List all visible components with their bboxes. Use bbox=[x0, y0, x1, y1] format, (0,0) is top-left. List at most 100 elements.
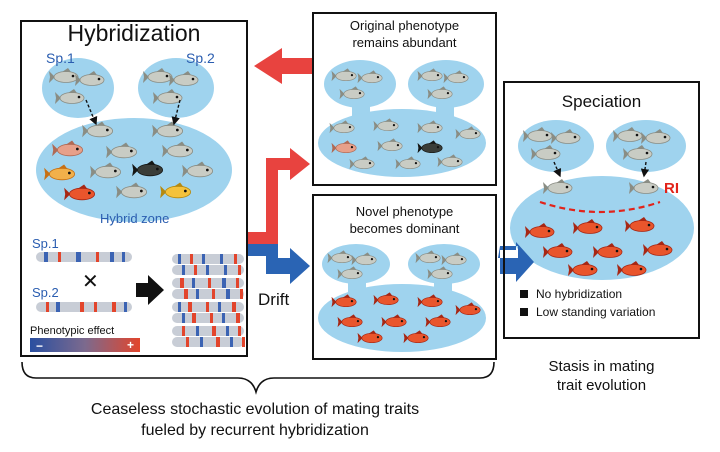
fish-icon bbox=[182, 161, 214, 178]
recombination-arrow-icon bbox=[136, 275, 164, 305]
fish-icon bbox=[623, 145, 653, 160]
recombinant-chromosome bbox=[172, 302, 244, 312]
fish-icon bbox=[331, 68, 357, 82]
arrow-to-speciation bbox=[498, 242, 534, 282]
fish-icon bbox=[417, 120, 443, 134]
hybridization-panel bbox=[20, 20, 248, 357]
fish-icon bbox=[64, 184, 96, 201]
bottom-caption-line1: Ceaseless stochastic evolution of mating… bbox=[90, 401, 420, 418]
fish-icon bbox=[337, 314, 363, 328]
arrow-to-novel-phenotype bbox=[248, 244, 310, 284]
fish-icon bbox=[106, 142, 138, 159]
fish-icon bbox=[160, 182, 192, 199]
fish-icon bbox=[381, 314, 407, 328]
fish-icon bbox=[349, 156, 375, 170]
speciation-panel bbox=[503, 81, 700, 339]
fish-icon bbox=[153, 89, 183, 104]
stasis-caption-line2: trait evolution bbox=[556, 377, 647, 394]
fish-icon bbox=[373, 292, 399, 306]
novel-phenotype-panel bbox=[312, 194, 497, 360]
fish-icon bbox=[395, 156, 421, 170]
fish-icon bbox=[437, 154, 463, 168]
fish-icon bbox=[169, 71, 199, 86]
recombinant-chromosome bbox=[172, 337, 245, 347]
fish-icon bbox=[643, 241, 673, 256]
fish-icon bbox=[455, 302, 481, 316]
ri-label: RI bbox=[664, 180, 679, 197]
original-phenotype-title-line2: remains abundant bbox=[352, 35, 457, 50]
fish-icon bbox=[543, 179, 573, 194]
fish-icon bbox=[82, 121, 114, 138]
fish-icon bbox=[455, 126, 481, 140]
dashed-arrow bbox=[553, 161, 562, 178]
fish-icon bbox=[573, 219, 603, 234]
arrow-to-original-phenotype bbox=[248, 148, 310, 244]
fish-icon bbox=[132, 160, 164, 177]
fish-icon bbox=[143, 68, 173, 83]
arrow-back-to-hybridization bbox=[254, 48, 312, 84]
fish-icon bbox=[373, 118, 399, 132]
fish-icon bbox=[641, 129, 671, 144]
hybridization-title: Hybridization bbox=[67, 20, 201, 46]
fish-icon bbox=[337, 266, 363, 280]
fish-icon bbox=[425, 314, 451, 328]
effect-plus-label: + bbox=[127, 338, 135, 352]
fish-icon bbox=[55, 89, 85, 104]
fish-icon bbox=[75, 71, 105, 86]
sp2-label: Sp.2 bbox=[186, 50, 215, 66]
fish-icon bbox=[543, 243, 573, 258]
chromosome-sp1 bbox=[36, 252, 132, 262]
fish-icon bbox=[90, 162, 122, 179]
bullet-low-standing-variation: Low standing variation bbox=[536, 305, 656, 319]
original-phenotype-title-line1: Original phenotype bbox=[349, 18, 460, 33]
fish-icon bbox=[52, 140, 84, 157]
fish-icon bbox=[443, 70, 469, 84]
stasis-caption-line1: Stasis in mating bbox=[548, 358, 655, 375]
fish-icon bbox=[415, 250, 441, 264]
fish-icon bbox=[339, 86, 365, 100]
fish-icon bbox=[44, 164, 76, 181]
cross-icon: ✕ bbox=[82, 271, 99, 293]
fish-icon bbox=[357, 330, 383, 344]
reproductive-isolation-line bbox=[539, 200, 661, 214]
fish-icon bbox=[331, 140, 357, 154]
fish-icon bbox=[525, 223, 555, 238]
fish-icon bbox=[629, 179, 659, 194]
recombinant-chromosome bbox=[172, 278, 244, 288]
fish-icon bbox=[551, 129, 581, 144]
fish-icon bbox=[116, 182, 148, 199]
dashed-arrow bbox=[171, 99, 181, 126]
fish-icon bbox=[441, 252, 467, 266]
recombinant-chromosome bbox=[172, 254, 244, 264]
dashed-arrow bbox=[85, 99, 98, 126]
recombinant-chromosome bbox=[172, 265, 244, 275]
fish-icon bbox=[417, 68, 443, 82]
fish-icon bbox=[403, 330, 429, 344]
recombinant-chromosome bbox=[172, 326, 244, 336]
recombinant-chromosome bbox=[172, 289, 244, 299]
novel-phenotype-title-line2: becomes dominant bbox=[349, 221, 460, 236]
fish-icon bbox=[568, 261, 598, 276]
fish-icon bbox=[523, 127, 553, 142]
fish-icon bbox=[357, 70, 383, 84]
phenotypic-effect-gradient bbox=[30, 338, 140, 352]
fish-icon bbox=[49, 68, 79, 83]
fish-icon bbox=[162, 141, 194, 158]
sp1-label: Sp.1 bbox=[46, 50, 75, 66]
bullet-square-icon bbox=[520, 308, 528, 316]
phenotypic-effect-label: Phenotypic effect bbox=[30, 325, 115, 337]
drift-label: Drift bbox=[258, 290, 290, 309]
chromosome-sp2-label: Sp.2 bbox=[32, 285, 59, 300]
original-phenotype-panel bbox=[312, 12, 497, 186]
recombinant-chromosome bbox=[172, 313, 244, 323]
fish-icon bbox=[331, 294, 357, 308]
fish-icon bbox=[427, 266, 453, 280]
fish-icon bbox=[593, 243, 623, 258]
fish-icon bbox=[427, 86, 453, 100]
dashed-arrow bbox=[640, 161, 650, 178]
chromosome-sp1-label: Sp.1 bbox=[32, 236, 59, 251]
bottom-caption-line2: fueled by recurrent hybridization bbox=[141, 422, 369, 439]
bullet-no-hybridization: No hybridization bbox=[536, 287, 623, 301]
fish-icon bbox=[617, 261, 647, 276]
